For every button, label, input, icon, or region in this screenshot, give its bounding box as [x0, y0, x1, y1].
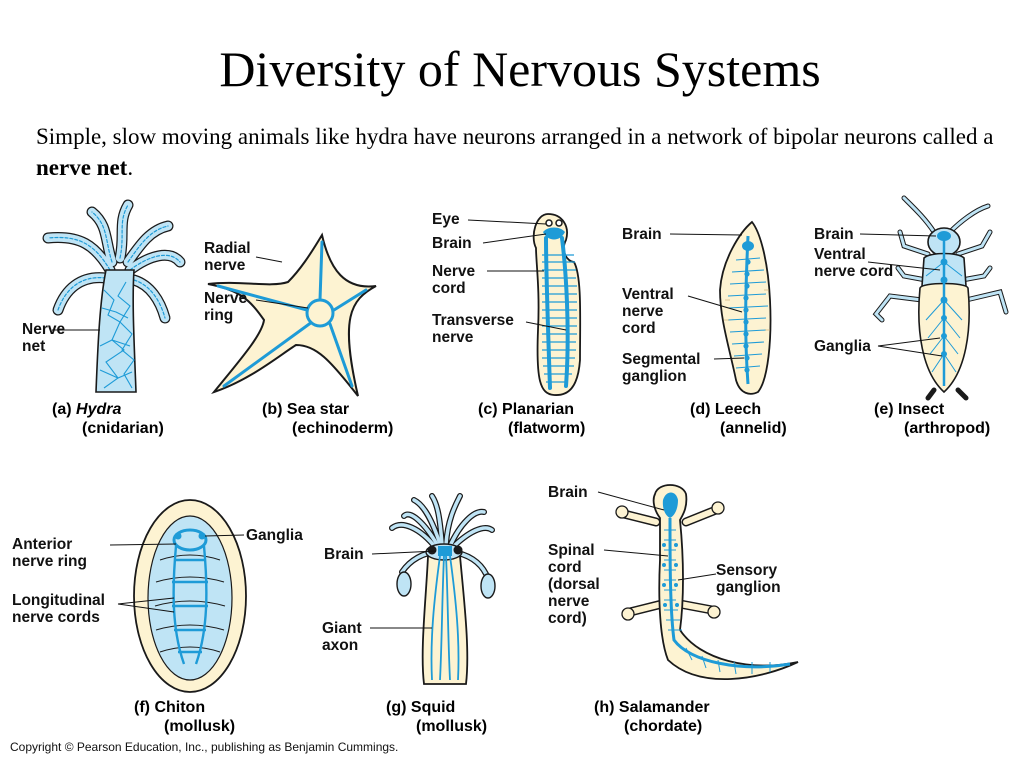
- insect-caption-name: Insect: [898, 401, 945, 418]
- salamander-sensory-ganglion-label: Sensory ganglion: [716, 562, 781, 596]
- leech-caption-letter: (d): [690, 401, 711, 418]
- leech-caption-group: (annelid): [720, 420, 787, 437]
- seastar-illustration: [207, 232, 377, 397]
- salamander-caption: (h) Salamander (chordate): [594, 698, 710, 736]
- salamander-caption-group: (chordate): [624, 718, 703, 735]
- salamander-brain-label: Brain: [548, 484, 588, 501]
- planarian-pointers: [467, 219, 567, 331]
- insect-caption-group: (arthropod): [904, 420, 991, 437]
- chiton-caption-group: (mollusk): [164, 718, 236, 735]
- planarian-brain-label: Brain: [432, 235, 472, 252]
- squid-caption: (g) Squid (mollusk): [386, 698, 487, 736]
- hydra-caption-name: Hydra: [76, 401, 122, 418]
- squid-brain-label: Brain: [324, 546, 364, 563]
- insect-brain-label: Brain: [814, 226, 854, 243]
- insect-caption-letter: (e): [874, 401, 894, 418]
- intro-paragraph: Simple, slow moving animals like hydra h…: [36, 121, 996, 183]
- leech-caption-name: Leech: [714, 401, 762, 418]
- chiton-caption: (f) Chiton (mollusk): [134, 698, 235, 736]
- chiton-caption-name: Chiton: [154, 699, 206, 716]
- chiton-pointers: [109, 534, 245, 613]
- salamander-spinal-cord-label: Spinal cord (dorsal nerve cord): [548, 542, 600, 627]
- seastar-caption-name: Sea star: [286, 401, 350, 418]
- intro-term: nerve net: [36, 155, 128, 180]
- salamander-caption-letter: (h): [594, 699, 615, 716]
- slide-title: Diversity of Nervous Systems: [219, 41, 821, 97]
- seastar-radial-nerve-label: Radial nerve: [204, 240, 251, 274]
- squid-caption-name: Squid: [410, 699, 456, 716]
- seastar-caption: (b) Sea star (echinoderm): [262, 400, 393, 438]
- intro-end: .: [127, 155, 134, 180]
- squid-caption-letter: (g): [386, 699, 407, 716]
- planarian-caption-group: (flatworm): [508, 420, 586, 437]
- chiton-ganglia-label: Ganglia: [246, 527, 303, 544]
- hydra-caption-letter: (a): [52, 401, 72, 418]
- chiton-longitudinal-nerve-cords-label: Longitudinal nerve cords: [12, 592, 105, 626]
- planarian-eye-label: Eye: [432, 211, 460, 228]
- salamander-caption-name: Salamander: [618, 699, 710, 716]
- squid-caption-group: (mollusk): [416, 718, 488, 735]
- leech-brain-label: Brain: [622, 226, 662, 243]
- leech-pointers: [669, 233, 745, 360]
- planarian-transverse-nerve-label: Transverse nerve: [432, 312, 514, 346]
- squid-giant-axon-label: Giant axon: [322, 620, 362, 654]
- salamander-pointers: [597, 491, 717, 581]
- hydra-caption-group: (cnidarian): [82, 420, 164, 437]
- planarian-illustration: [532, 213, 582, 396]
- seastar-caption-letter: (b): [262, 401, 283, 418]
- seastar-radial-pointer: [255, 256, 283, 263]
- squid-pointers: [370, 550, 437, 629]
- planarian-caption: (c) Planarian (flatworm): [478, 400, 585, 438]
- hydra-caption: (a) Hydra (cnidarian): [52, 400, 164, 438]
- squid-illustration: [389, 493, 496, 685]
- insect-illustration: [872, 195, 1009, 401]
- copyright-notice: Copyright © Pearson Education, Inc., pub…: [10, 740, 399, 754]
- seastar-nerve-ring-label: Nerve ring: [204, 290, 248, 324]
- intro-text: Simple, slow moving animals like hydra h…: [36, 124, 994, 149]
- hydra-nerve-net-label: Nerve net: [22, 321, 66, 355]
- leech-ventral-nerve-cord-label: Ventral nerve cord: [622, 286, 674, 337]
- insect-pointers: [859, 233, 943, 357]
- chiton-anterior-nerve-ring-label: Anterior nerve ring: [12, 536, 87, 570]
- insect-caption: (e) Insect (arthropod): [874, 400, 990, 438]
- seastar-ring-pointer: [255, 299, 309, 309]
- planarian-nerve-cord-label: Nerve cord: [432, 263, 476, 297]
- planarian-caption-name: Planarian: [502, 401, 575, 418]
- chiton-caption-letter: (f): [134, 699, 150, 716]
- leech-segmental-ganglion-label: Segmental ganglion: [622, 351, 701, 385]
- leech-illustration: [719, 220, 772, 395]
- chiton-illustration: [133, 499, 247, 693]
- planarian-caption-letter: (c): [478, 401, 498, 418]
- hydra-illustration: [42, 199, 186, 393]
- salamander-illustration: [615, 484, 799, 681]
- leech-caption: (d) Leech (annelid): [690, 400, 787, 438]
- insect-ganglia-label: Ganglia: [814, 338, 871, 355]
- insect-ventral-nerve-cord-label: Ventral nerve cord: [814, 246, 894, 280]
- seastar-caption-group: (echinoderm): [292, 420, 394, 437]
